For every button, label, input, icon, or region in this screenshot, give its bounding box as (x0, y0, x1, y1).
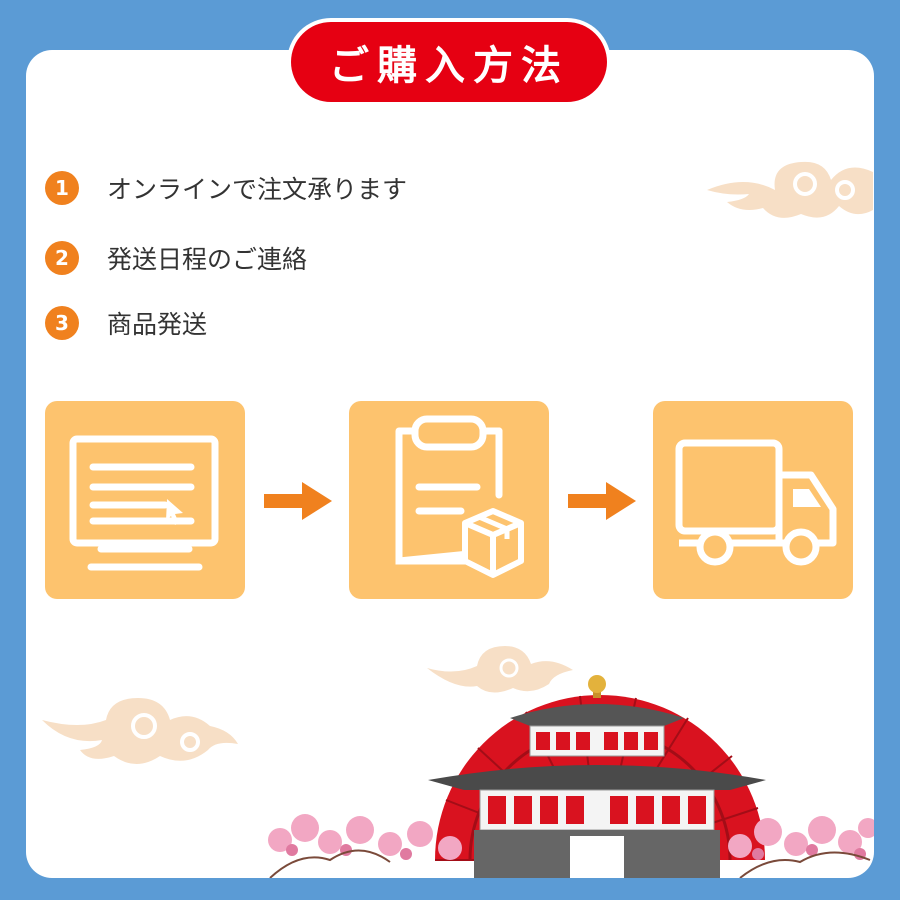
arrow-right-icon (264, 482, 332, 520)
flow-tile-shipping (653, 401, 853, 599)
step-item-3: 3 商品発送 (45, 305, 207, 341)
cloud-decoration-icon (707, 161, 873, 218)
computer-icon (69, 435, 219, 571)
step-label: 商品発送 (107, 310, 208, 339)
step-number-badge: 2 (45, 241, 79, 275)
step-number-badge: 1 (45, 171, 79, 205)
step-item-2: 2 発送日程のご連絡 (45, 240, 307, 276)
cloud-decoration-icon (427, 646, 573, 693)
step-number-badge: 3 (45, 306, 79, 340)
step-label: オンラインで注文承ります (107, 175, 408, 204)
step-item-1: 1 オンラインで注文承ります (45, 170, 407, 206)
cloud-decoration-icon (42, 698, 238, 764)
flow-tile-schedule (349, 401, 549, 599)
step-label: 発送日程のご連絡 (107, 245, 308, 274)
clipboard-box-icon (395, 415, 524, 578)
flow-tile-order (45, 401, 245, 599)
delivery-truck-icon (675, 439, 837, 566)
temple-fan-illustration (268, 675, 874, 878)
arrow-right-icon (568, 482, 636, 520)
page-title: ご購入方法 (291, 22, 607, 102)
